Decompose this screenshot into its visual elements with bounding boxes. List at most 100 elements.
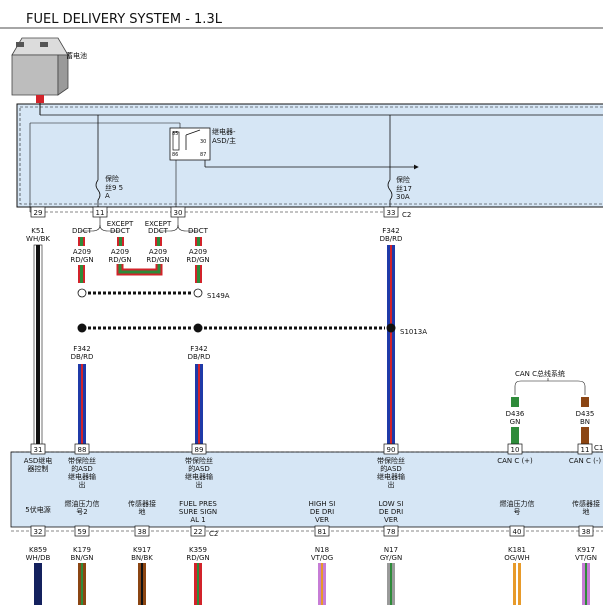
wire-a209 xyxy=(195,265,202,283)
splice-node xyxy=(77,323,87,333)
wire-stub xyxy=(117,237,124,246)
wire-code: K859 xyxy=(29,546,47,554)
wire-code: K51 xyxy=(31,227,45,235)
wire-code: N17 xyxy=(384,546,398,554)
wire-color: GY/GN xyxy=(380,554,402,562)
wire-d435 xyxy=(581,427,589,445)
pcm-pin-function: 带保险丝 xyxy=(185,456,213,465)
bottom-pin xyxy=(30,525,46,537)
bottom-pin-label: 78 xyxy=(387,528,396,536)
fuse-label: 保险 xyxy=(396,175,410,184)
wire-code: D436 xyxy=(506,410,525,418)
wire-stub xyxy=(195,237,202,246)
pcm-pin-function: 出 xyxy=(196,480,203,489)
wire-code: F342 xyxy=(73,345,90,353)
pcm-pin-function: 出 xyxy=(388,480,395,489)
pcm-pin-label: 10 xyxy=(511,446,520,454)
pcm-pin-function: 带保险丝 xyxy=(68,456,96,465)
bottom-wire xyxy=(34,563,42,605)
pcm-pin-label: 90 xyxy=(387,446,396,454)
bottom-pin-label: 32 xyxy=(34,528,43,536)
splice-node xyxy=(386,323,396,333)
pcm-pin-function: AL 1 xyxy=(190,516,205,524)
top-pin-label: 11 xyxy=(96,209,105,217)
bottom-wire xyxy=(387,563,395,605)
pcm-pin-function: 地 xyxy=(583,507,590,516)
connector-c2-label: C2 xyxy=(209,530,218,538)
wire-code: D435 xyxy=(576,410,595,418)
relay-pin: 85 xyxy=(172,131,178,137)
battery-label: 蓄电池 xyxy=(66,51,87,60)
wire-color: BN/BK xyxy=(131,554,153,562)
pcm-pin xyxy=(30,443,46,455)
pcm-pin-function: 继电器输 xyxy=(68,472,96,481)
wire-color: GN xyxy=(510,418,521,426)
splice-node xyxy=(77,288,87,298)
splice-label: S1013A xyxy=(400,328,427,336)
pcm-pin-function: 地 xyxy=(139,507,146,516)
wire-code: F342 xyxy=(190,345,207,353)
battery xyxy=(11,37,69,103)
bottom-pin-label: 81 xyxy=(318,528,327,536)
wire-stub xyxy=(155,237,162,246)
relay-label: ASD/主 xyxy=(212,136,236,145)
bottom-pin xyxy=(314,525,330,537)
pcm-pin-function: 的ASD xyxy=(71,464,93,473)
can-bus-title: CAN C总线系统 xyxy=(515,369,565,378)
pcm-pin-function: FUEL PRES xyxy=(179,500,217,508)
pcm-pin-function: 燃油压力信 xyxy=(65,499,100,508)
fuse-label: A xyxy=(105,192,110,200)
bottom-pin-label: 38 xyxy=(582,528,591,536)
option-label: EXCEPT xyxy=(145,220,172,228)
pcm-pin-function: SURE SIGN xyxy=(179,508,217,516)
wire-color: DB/RD xyxy=(188,353,211,361)
top-pin xyxy=(30,206,46,218)
pcm-pin xyxy=(507,443,523,455)
bottom-wire xyxy=(194,563,202,605)
pcm-pin-label: 89 xyxy=(195,446,204,454)
wire-code: K179 xyxy=(73,546,91,554)
bottom-pin xyxy=(190,525,206,537)
pcm-pin-label: 11 xyxy=(581,446,590,454)
splice-node xyxy=(193,323,203,333)
wire-code: A209 xyxy=(149,248,167,256)
wire-color: VT/OG xyxy=(311,554,333,562)
bottom-pin-label: 38 xyxy=(138,528,147,536)
bottom-pin xyxy=(383,525,399,537)
top-pin-label: 30 xyxy=(174,209,183,217)
pcm-pin-function: 出 xyxy=(79,480,86,489)
pcm-pin-function: 5伏电源 xyxy=(25,505,50,514)
bottom-wire xyxy=(513,563,521,605)
wire-color: DB/RD xyxy=(380,235,403,243)
connector-c1-label: C1 xyxy=(594,444,603,452)
bottom-wire xyxy=(318,563,326,605)
wire-code: K917 xyxy=(577,546,595,554)
pcm-pin-function: 传感器接 xyxy=(572,499,600,508)
wire-color: DB/RD xyxy=(71,353,94,361)
wire-color: RD/GN xyxy=(186,554,209,562)
wire-code: A209 xyxy=(73,248,91,256)
wire-color: RD/GN xyxy=(186,256,209,264)
relay-pin: 86 xyxy=(172,152,178,158)
wire-color: WH/BK xyxy=(26,235,50,243)
wire-stub xyxy=(78,237,85,246)
bottom-pin xyxy=(509,525,525,537)
option-label: DDCT xyxy=(72,227,93,235)
pcm-pin-function: 继电器输 xyxy=(185,472,213,481)
wire-stub xyxy=(581,397,589,407)
wire-code: N18 xyxy=(315,546,329,554)
pcm-pin-function: 号 xyxy=(514,508,521,516)
pcm-pin-function: DE DRI xyxy=(379,508,403,516)
fuse-label: 保险 xyxy=(105,174,119,183)
pcm-pin-function: 号2 xyxy=(76,508,87,516)
option-label: EXCEPT xyxy=(107,220,134,228)
pcm-pin-function: 带保险丝 xyxy=(377,456,405,465)
bottom-pin-label: 40 xyxy=(513,528,522,536)
pcm-pin-label: 88 xyxy=(78,446,87,454)
wire-color: WH/DB xyxy=(26,554,51,562)
wire-d436 xyxy=(511,427,519,445)
pcm-pin-function: 的ASD xyxy=(380,464,402,473)
